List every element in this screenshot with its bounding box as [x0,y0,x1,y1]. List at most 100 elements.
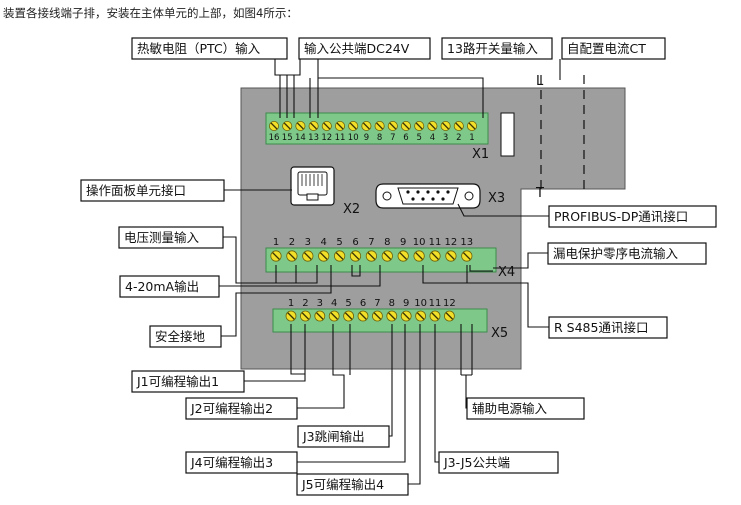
label-voltage: 电压测量输入 [124,230,200,245]
x1-terminal-number: 16 [269,133,280,143]
x5-terminal-number: 2 [302,298,308,309]
figure-caption: 装置各接线端子排，安装在主体单元的上部，如图4所示： [3,6,298,20]
x1-terminal-screw [466,121,477,132]
label-box-ct [561,37,666,60]
x5-terminal-number: 7 [374,298,380,309]
x5-terminal-number: 5 [345,298,351,309]
x2-rj-connector [290,166,335,206]
x5-label: X5 [491,326,508,341]
x1-terminal-screw [282,121,293,132]
x1-terminal-screw [427,121,438,132]
x4-terminal-number: 4 [321,237,327,248]
x1-terminal-screw [453,121,464,132]
x1-terminal-number: 15 [282,133,293,143]
x4-terminal-number: 2 [289,237,295,248]
x5-terminal-screw [371,310,383,322]
x4-label: X4 [498,265,515,280]
x1-terminal-number: 5 [416,133,421,143]
x4-screws [270,250,473,262]
x1-terminal-screw [387,121,398,132]
x5-terminal-screw [343,310,355,322]
label-j5: J5可编程输出4 [301,477,384,492]
x5-terminal-number: 6 [360,298,366,309]
x4-terminal-screw [445,250,457,262]
label-leakage: 漏电保护零序电流输入 [553,246,679,261]
x1-terminal-screw [440,121,451,132]
x5-terminal-screw [415,310,427,322]
x1-terminal-screw [400,121,411,132]
x5-terminal-screw [400,310,412,322]
label-box-ptc [131,37,288,60]
x5-terminal-screw [429,310,441,322]
leader-lines [219,59,561,485]
x4-terminal-number: 8 [384,237,390,248]
x4-terminal-number: 12 [445,237,458,248]
x5-terminal-number: 4 [331,298,337,309]
x1-terminal-number: 2 [456,133,461,143]
device-housing [240,87,626,370]
x3-label: X3 [488,191,505,206]
x1-terminal-number: 8 [377,133,382,143]
label-box-dc24v [298,37,431,60]
x1-terminal-number: 14 [295,133,306,143]
label-ma-out: 4-20mA输出 [125,279,199,294]
label-ground: 安全接地 [155,329,206,344]
x5-terminal-screw [357,310,369,322]
label-j1: J1可编程输出1 [136,374,219,389]
label-ptc: 热敏电阻（PTC）输入 [137,41,261,56]
x1-terminal-screw [374,121,385,132]
x4-terminal-screw [270,250,282,262]
label-j3: J3跳闸输出 [302,429,365,444]
x4-terminal-number: 6 [352,237,358,248]
x5-terminal-number: 8 [389,298,395,309]
x5-terminal-number: 11 [429,298,442,309]
x4-terminal-screw [302,250,314,262]
x4-terminal-number: 9 [400,237,406,248]
x4-terminal-number: 11 [429,237,442,248]
ct-mark-t: T [535,186,544,201]
label-box-switch13 [441,37,553,60]
label-rs485: R S485通讯接口 [554,320,648,335]
x5-terminal-screw [443,310,455,322]
x5-terminal-screw [314,310,326,322]
x1-terminal-screw [268,121,279,132]
x1-terminal-screw [361,121,372,132]
x4-terminal-screw [365,250,377,262]
label-j2: J2可编程输出2 [190,401,273,416]
x4-terminal-number: 3 [305,237,311,248]
label-ct: 自配置电流CT [567,41,646,56]
x4-terminal-screw [429,250,441,262]
x4-terminal-number: 10 [413,237,426,248]
x5-terminal-screw [285,310,297,322]
x1-terminal-number: 3 [443,133,448,143]
x4-terminal-screw [286,250,298,262]
x1-terminal-screw [414,121,425,132]
x4-terminal-number: 13 [460,237,473,248]
x5-terminal-screw [328,310,340,322]
x5-terminal-number: 1 [288,298,294,309]
x4-terminal-number: 7 [368,237,374,248]
x1-terminal-number: 4 [430,133,435,143]
label-j3j5: J3-J5公共端 [443,455,510,470]
x4-terminal-screw [397,250,409,262]
x1-terminal-screw [308,121,319,132]
ct-mark-l: L [536,74,544,89]
x5-terminal-screw [386,310,398,322]
x1-label: X1 [472,147,489,162]
x3-db9-connector [375,183,481,209]
x2-label: X2 [343,202,360,217]
x1-terminal-number: 6 [403,133,408,143]
x1-terminal-number: 7 [390,133,395,143]
ct-zone: L T [535,74,585,201]
x1-terminal-number: 9 [364,133,369,143]
x1-terminal-number: 13 [308,133,319,143]
x4-terminal-screw [349,250,362,262]
x5-terminal-number: 12 [443,298,456,309]
x4-terminal-screw [333,250,346,262]
